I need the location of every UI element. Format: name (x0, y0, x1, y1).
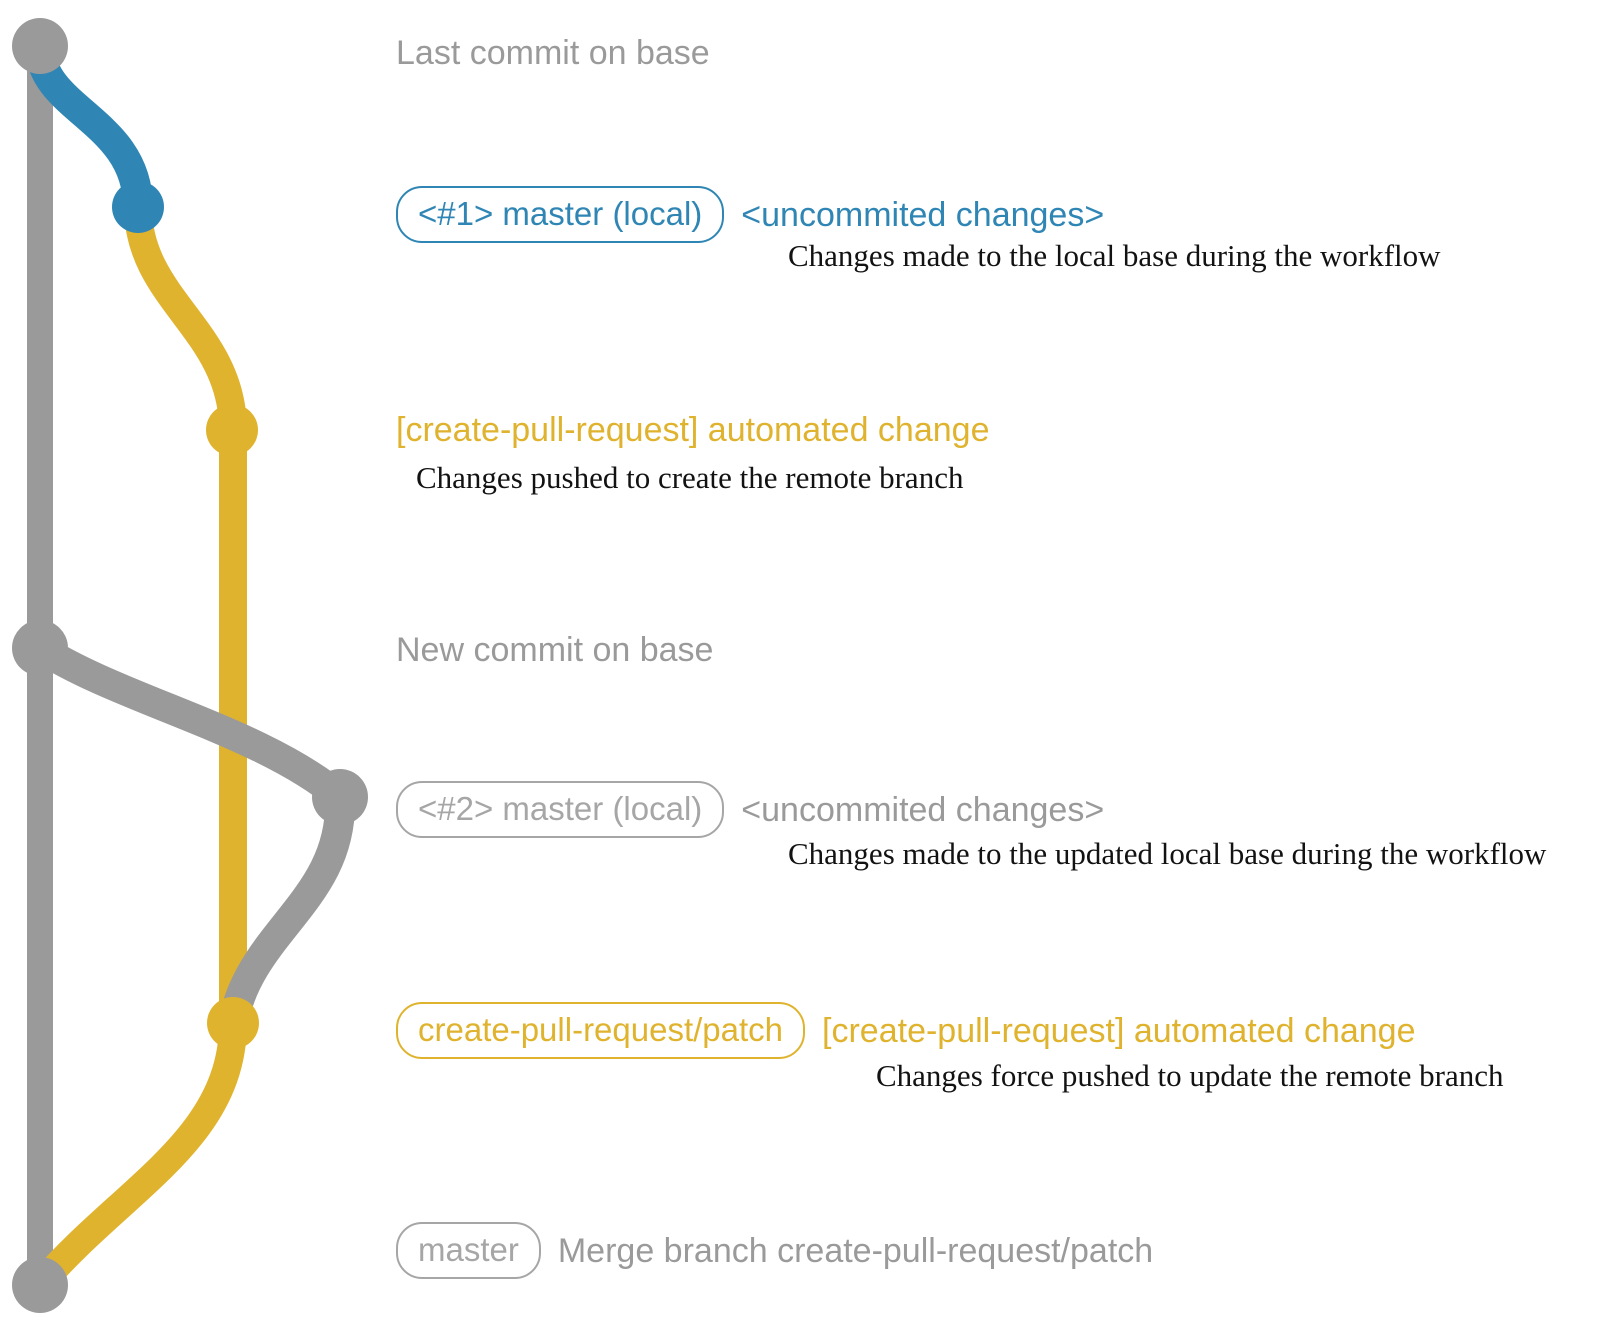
commit-node-merge[interactable] (12, 1257, 68, 1313)
ref-badge-master-local-1[interactable]: <#1> master (local) (396, 186, 725, 243)
edge-local2-to-push2 (218, 782, 356, 1038)
ref-badge-master-local-2[interactable]: <#2> master (local) (396, 781, 725, 838)
edge-push2-to-merge (26, 1009, 247, 1299)
row-merge-commit: master Merge branch create-pull-request/… (396, 1222, 1153, 1279)
commit-node-base-2[interactable] (12, 620, 68, 676)
row-remote-push-2: create-pull-request/patch [create-pull-r… (396, 1002, 1416, 1059)
ref-badge-create-pull-request-patch[interactable]: create-pull-request/patch (396, 1002, 806, 1059)
commit-subject-push-1: [create-pull-request] automated change (396, 411, 990, 449)
commit-node-push-2[interactable] (207, 997, 259, 1049)
commit-subject-local-2: <uncommited changes> (741, 790, 1105, 829)
ref-badge-master[interactable]: master (396, 1222, 541, 1279)
edge-base2-to-local2 (25, 633, 355, 812)
note-remote-push-2: Changes force pushed to update the remot… (876, 1058, 1504, 1093)
commit-node-base-1[interactable] (12, 18, 68, 74)
note-local-commit-1: Changes made to the local base during th… (788, 238, 1441, 273)
commit-node-local-1[interactable] (112, 181, 164, 233)
row-remote-push-1: [create-pull-request] automated change (396, 413, 989, 447)
edge-local1-to-push1 (124, 193, 247, 444)
commit-subject-push-2: [create-pull-request] automated change (822, 1011, 1416, 1050)
commit-node-local-2[interactable] (312, 769, 368, 825)
heading-new-commit-on-base: New commit on base (396, 631, 714, 669)
commit-subject-local-1: <uncommited changes> (741, 195, 1105, 234)
commit-node-push-1[interactable] (206, 404, 258, 456)
row-local-commit-2: <#2> master (local) <uncommited changes> (396, 781, 1104, 838)
note-local-commit-2: Changes made to the updated local base d… (788, 836, 1547, 871)
note-remote-push-1: Changes pushed to create the remote bran… (416, 460, 964, 495)
row-local-commit-1: <#1> master (local) <uncommited changes> (396, 186, 1104, 243)
commit-subject-merge: Merge branch create-pull-request/patch (557, 1231, 1154, 1270)
heading-last-commit-on-base: Last commit on base (396, 34, 710, 72)
